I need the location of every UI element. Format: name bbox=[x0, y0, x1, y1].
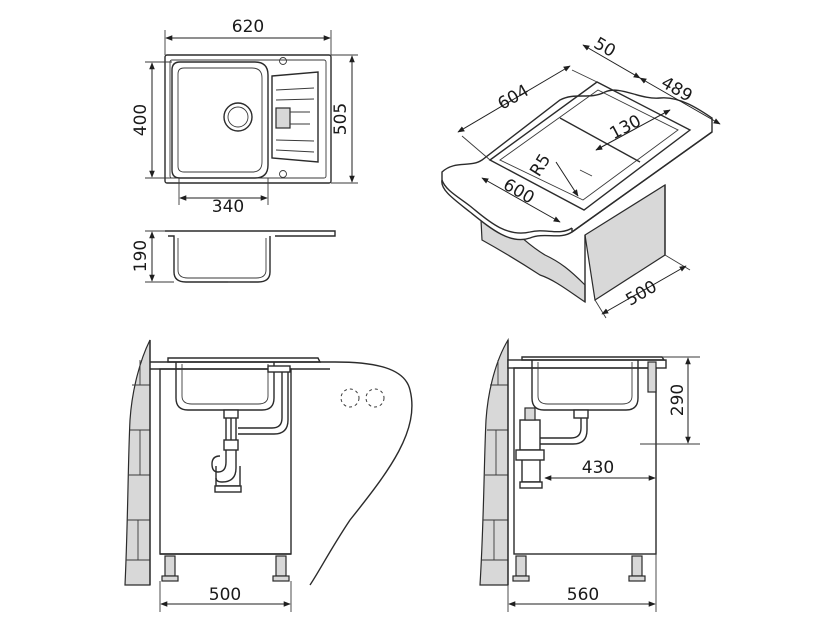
countertop bbox=[441, 89, 713, 241]
cabinet-leg bbox=[515, 555, 527, 577]
overflow-pipe bbox=[238, 369, 283, 429]
siphon-inlet bbox=[524, 407, 536, 421]
drain-pipe bbox=[225, 418, 237, 440]
radius-corner bbox=[579, 169, 593, 177]
cabinet-foot bbox=[512, 575, 530, 582]
drain-coupling bbox=[223, 409, 239, 419]
brick-wall bbox=[124, 339, 151, 586]
bowl-outline bbox=[171, 61, 269, 179]
cabinet-side bbox=[513, 367, 657, 555]
dim-bowl-width-label: 340 bbox=[212, 197, 244, 217]
countertop-front-edge bbox=[441, 179, 573, 234]
dim-depth-label: 505 bbox=[331, 103, 351, 135]
cabinet-foot bbox=[628, 575, 646, 582]
siphon-nut bbox=[223, 439, 239, 451]
dim-line-604 bbox=[457, 65, 571, 133]
ext-line bbox=[594, 299, 607, 319]
dim-line-500-iso bbox=[601, 265, 687, 315]
cutout-hole bbox=[365, 388, 385, 408]
siphon-cap bbox=[519, 481, 543, 489]
sink-rim bbox=[167, 357, 322, 363]
worktop-edge bbox=[150, 361, 413, 586]
dim-height-label: 190 bbox=[131, 240, 151, 272]
ext-line bbox=[571, 69, 598, 83]
drainer-rib bbox=[275, 149, 315, 153]
overflow-grille bbox=[275, 107, 291, 129]
drainer-rib bbox=[275, 139, 315, 142]
sink-rim bbox=[521, 356, 666, 361]
front-installation-view: 500 bbox=[124, 339, 413, 612]
dim-line-radius bbox=[555, 161, 579, 197]
brick-wall bbox=[479, 337, 509, 586]
siphon-nut bbox=[515, 449, 545, 461]
siphon-trap bbox=[211, 450, 227, 473]
brick-joints bbox=[482, 360, 508, 561]
ext-line bbox=[461, 135, 491, 161]
sink-clip bbox=[647, 361, 657, 393]
brick-joints bbox=[126, 360, 150, 561]
sink-outline bbox=[164, 54, 332, 184]
cabinet-foot bbox=[272, 575, 290, 582]
dim-cabinet-depth-label: 560 bbox=[567, 585, 599, 605]
overflow-hole bbox=[279, 170, 287, 178]
dim-604-label: 604 bbox=[494, 81, 532, 115]
drain-coupling bbox=[573, 409, 589, 419]
siphon-tail bbox=[521, 460, 541, 483]
drain-elbow bbox=[540, 418, 582, 439]
dim-line-50 bbox=[582, 44, 641, 79]
dim-install-height-label: 290 bbox=[668, 384, 688, 416]
bowl-inner bbox=[177, 67, 263, 173]
cabinet-foot bbox=[161, 575, 179, 582]
side-installation-view: 290 430 560 bbox=[479, 337, 700, 612]
overflow-head bbox=[267, 365, 291, 373]
cabinet-leg bbox=[631, 555, 643, 577]
bowl-profile bbox=[168, 235, 271, 283]
dim-width-label: 620 bbox=[232, 17, 264, 37]
drainer-board bbox=[271, 71, 319, 163]
drainer-rib bbox=[275, 98, 315, 101]
cabinet-leg bbox=[275, 555, 287, 577]
cabinet-leg bbox=[164, 555, 176, 577]
dim-drain-offset-label: 430 bbox=[582, 458, 614, 478]
siphon-body bbox=[519, 419, 541, 451]
countertop-right-edge bbox=[571, 131, 713, 233]
bowl-profile-inner bbox=[177, 238, 267, 279]
dim-bowl-depth-label: 400 bbox=[131, 104, 151, 136]
drain-inner bbox=[227, 106, 249, 128]
dim-line-600 bbox=[481, 177, 561, 223]
dim-50-label: 50 bbox=[590, 34, 619, 62]
dim-line-130 bbox=[595, 109, 671, 151]
top-view: 620 505 400 340 bbox=[131, 17, 358, 217]
drainer-rib bbox=[275, 87, 315, 91]
sink-bowl-inner bbox=[181, 364, 269, 405]
tap-hole bbox=[279, 57, 287, 65]
drain-outer bbox=[223, 102, 253, 132]
ext-line bbox=[664, 254, 691, 271]
dim-cabinet-width-label: 500 bbox=[209, 585, 241, 605]
sink-rim-profile bbox=[165, 230, 336, 237]
isometric-view: 604 50 489 130 R5 600 500 bbox=[441, 34, 721, 319]
siphon-cap bbox=[214, 485, 242, 493]
sink-bowl-inner bbox=[537, 362, 633, 405]
dim-line-489 bbox=[639, 77, 721, 125]
side-profile-view: 190 bbox=[131, 230, 336, 283]
drain-elbow-outer bbox=[540, 418, 588, 445]
dim-500-iso-label: 500 bbox=[622, 277, 660, 311]
overflow-pipe-outer bbox=[238, 369, 289, 435]
cutout-hole bbox=[340, 388, 360, 408]
